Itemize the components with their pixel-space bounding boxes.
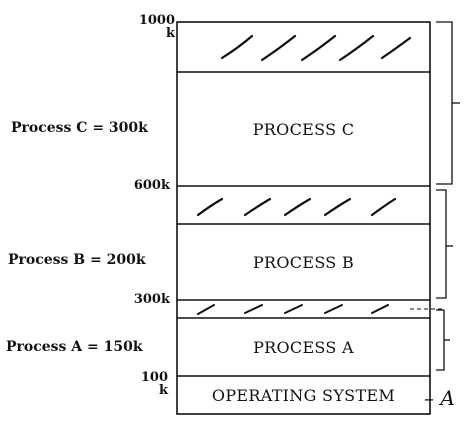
process-a-label: PROCESS A	[253, 337, 354, 357]
free-space-hatching-bottom	[197, 304, 389, 315]
process-c-region: PROCESS C	[177, 72, 430, 186]
process-b-region: PROCESS B	[177, 224, 430, 300]
operating-system-region: OPERATING SYSTEM	[177, 376, 430, 414]
process-a-region: PROCESS A	[177, 318, 430, 376]
free-space-hatching-middle	[196, 197, 397, 217]
process-c-label: PROCESS C	[252, 119, 355, 139]
bracket-hole-1	[436, 21, 453, 185]
address-1000k: 1000 k	[138, 13, 175, 41]
address-100k: 100 k	[140, 370, 168, 398]
address-300k: 300k	[133, 292, 170, 307]
process-b-label: PROCESS B	[252, 252, 355, 272]
bracket-hole-3	[436, 309, 445, 371]
memory-outline	[176, 21, 431, 415]
partition-dividers	[177, 71, 430, 377]
free-space-hatching-top	[220, 34, 412, 62]
handwritten-annotation: – A	[424, 386, 455, 410]
hole-brackets	[436, 21, 460, 371]
operating-system-label: OPERATING SYSTEM	[211, 385, 396, 405]
process-a-size-label: Process A = 150k	[6, 339, 143, 355]
process-b-size-label: Process B = 200k	[8, 252, 146, 268]
address-600k: 600k	[133, 178, 170, 193]
bracket-hole-2	[436, 189, 447, 299]
process-c-size-label: Process C = 300k	[11, 120, 148, 136]
